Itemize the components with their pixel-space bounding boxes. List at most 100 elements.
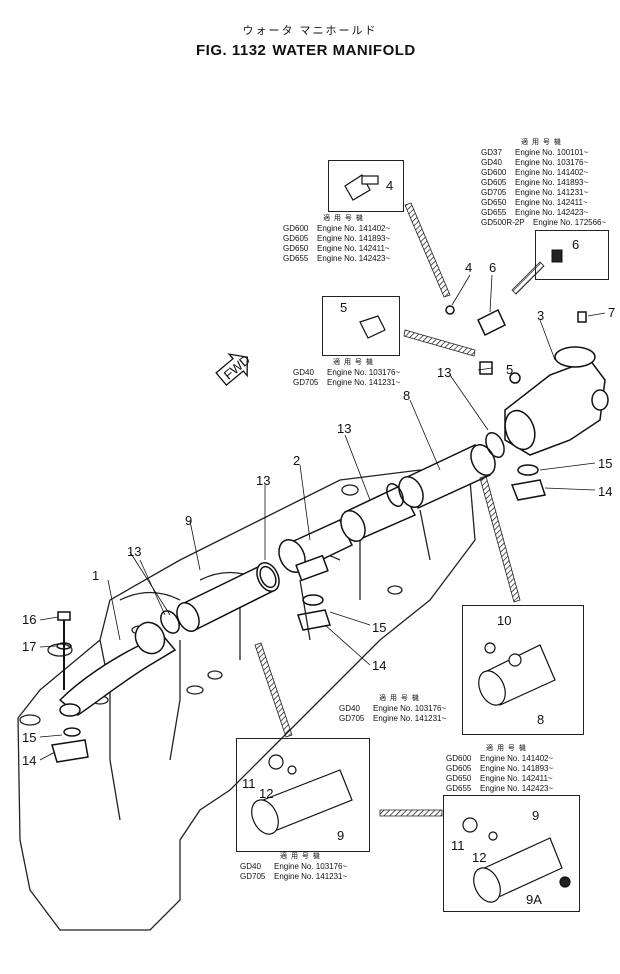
part-label: 5 (340, 300, 347, 315)
part-label: 9 (337, 828, 344, 843)
fwd-arrow-icon (215, 353, 248, 387)
note-header: 適 用 号 機 (323, 215, 364, 222)
note-row: GD650 Engine No. 142411~ (446, 774, 553, 784)
fwd-label: FWD (221, 352, 253, 383)
part-label: 14 (598, 484, 612, 499)
note-engine: Engine No. 141231~ (274, 872, 348, 881)
part-label: 9A (526, 892, 542, 907)
note-engine: Engine No. 141231~ (515, 188, 589, 197)
part-label: 6 (572, 237, 579, 252)
note-engine: Engine No. 141402~ (317, 224, 391, 233)
figure-number: FIG. 1132 (196, 42, 267, 59)
part-label: 14 (22, 753, 36, 768)
note-row: GD600 Engine No. 141402~ (481, 168, 606, 178)
note-engine: Engine No. 141402~ (480, 754, 554, 763)
title-japanese: ウォータ マニホールド (242, 25, 378, 37)
note-engine: Engine No. 141893~ (480, 764, 554, 773)
note-model: GD600 (481, 168, 507, 177)
inset-box-part8 (462, 605, 584, 735)
note-header: 適 用 号 機 (333, 359, 374, 366)
note-model: GD705 (481, 188, 507, 197)
note-engine: Engine No. 142423~ (515, 208, 589, 217)
note-row: GD605 Engine No. 141893~ (481, 178, 606, 188)
note-engine: Engine No. 141893~ (317, 234, 391, 243)
note-engine: Engine No. 100101~ (515, 148, 589, 157)
note-model: GD705 (339, 714, 365, 723)
part-label: 1 (92, 568, 99, 583)
part-label: 12 (472, 850, 486, 865)
part-labels: 1 2 3 4 4 5 5 6 6 7 8 8 9 9 9 9A 10 11 1… (22, 178, 615, 907)
note-model: GD705 (293, 378, 319, 387)
part-label: 9 (185, 513, 192, 528)
note-model: GD600 (446, 754, 472, 763)
note-header: 適 用 号 機 (379, 695, 420, 702)
part-label: 3 (537, 308, 544, 323)
inset-part8-drawing (478, 642, 556, 706)
note-model: GD650 (481, 198, 507, 207)
part-label: 7 (608, 305, 615, 320)
note-row: GD40 Engine No. 103176~ (339, 704, 446, 714)
note-row: GD655 Engine No. 142423~ (481, 208, 606, 218)
note-model: GD605 (283, 234, 309, 243)
note-row: GD605 Engine No. 141893~ (283, 234, 390, 244)
part-label: 5 (506, 362, 513, 377)
note-row: GD37 Engine No. 100101~ (481, 148, 606, 158)
inset-part9-left-drawing (251, 754, 353, 835)
note-header: 適 用 号 機 (486, 745, 527, 752)
note-engine: Engine No. 141893~ (515, 178, 589, 187)
note-model: GD40 (240, 862, 261, 871)
part-label: 13 (337, 421, 351, 436)
part-label: 8 (403, 388, 410, 403)
note-row: GD40 Engine No. 103176~ (240, 862, 347, 872)
note-model: GD655 (283, 254, 309, 263)
part-label: 15 (598, 456, 612, 471)
part-label: 15 (372, 620, 386, 635)
leader-lines (39, 274, 606, 761)
inset-box-part6 (535, 230, 609, 280)
note-model: GD37 (481, 148, 502, 157)
note-row: GD705 Engine No. 141231~ (481, 188, 606, 198)
note-engine: Engine No. 141231~ (373, 714, 447, 723)
part-label: 11 (242, 776, 256, 791)
part-label: 14 (372, 658, 386, 673)
part-label: 12 (259, 786, 273, 801)
inset-part4-drawing (344, 174, 379, 201)
note-engine: Engine No. 103176~ (373, 704, 447, 713)
note-engine: Engine No. 103176~ (327, 368, 401, 377)
note-model: GD650 (283, 244, 309, 253)
part-label: 6 (489, 260, 496, 275)
note-engine: Engine No. 142423~ (480, 784, 554, 793)
part-label: 11 (451, 838, 465, 853)
note-engine: Engine No. 103176~ (274, 862, 348, 871)
note-model: GD655 (481, 208, 507, 217)
note-header: 適 用 号 機 (280, 853, 321, 860)
note-engine: Engine No. 142423~ (317, 254, 391, 263)
part-label: 2 (293, 453, 300, 468)
note-engine: Engine No. 141402~ (515, 168, 589, 177)
note-engine: Engine No. 142411~ (480, 774, 553, 783)
note-row: GD655 Engine No. 142423~ (446, 784, 553, 794)
note-model: GD605 (481, 178, 507, 187)
part-label: 15 (22, 730, 36, 745)
part-label: 4 (386, 178, 393, 193)
note-engine: Engine No. 103176~ (515, 158, 589, 167)
note-model: GD40 (339, 704, 360, 713)
note-model: GD655 (446, 784, 472, 793)
inset-box-part5 (322, 296, 400, 356)
inset-part5-drawing (359, 315, 386, 339)
note-row: GD655 Engine No. 142423~ (283, 254, 390, 264)
note-model: GD650 (446, 774, 472, 783)
note-engine: Engine No. 172566~ (533, 218, 607, 227)
part-label: 4 (465, 260, 472, 275)
part-label: 17 (22, 639, 36, 654)
